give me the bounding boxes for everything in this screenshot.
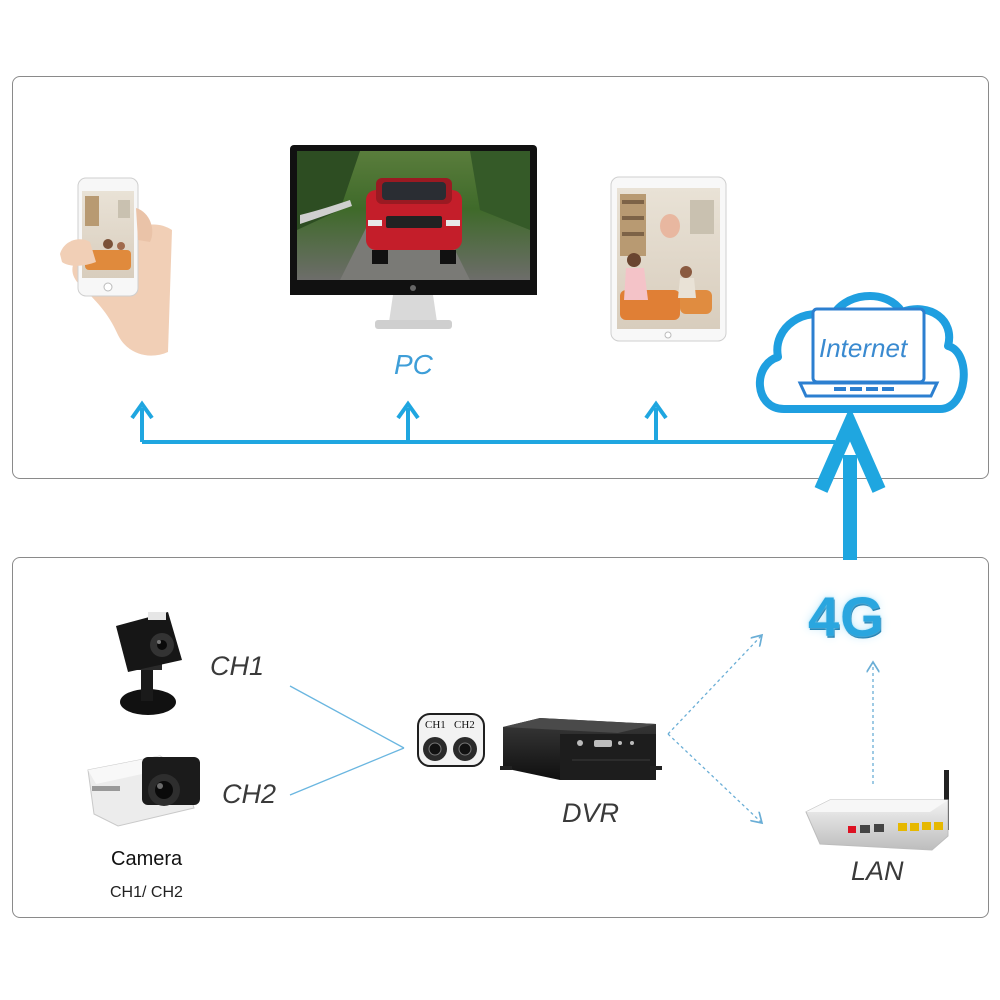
ch2-label: CH2	[222, 779, 277, 809]
camera-title: Camera	[111, 848, 183, 870]
tablet-icon	[610, 176, 727, 342]
port-ch1-label: CH1	[425, 719, 446, 731]
dvr-box-icon	[500, 718, 662, 780]
ch1-label: CH1	[210, 651, 265, 681]
camera-cables	[289, 685, 405, 796]
lan-label: LAN	[851, 856, 904, 886]
uplink-arrow	[814, 406, 886, 560]
port-ch2-label: CH2	[454, 719, 475, 731]
dvr-label: DVR	[562, 798, 620, 828]
camera-subtitle: CH1/ CH2	[110, 884, 183, 901]
router-icon	[805, 770, 949, 851]
pinhole-camera-icon	[116, 612, 182, 715]
distribution-lines	[130, 400, 835, 444]
bullet-camera-icon	[87, 755, 200, 827]
dvr-uplink-dashes	[667, 635, 873, 823]
monitor-icon	[290, 145, 537, 329]
smartphone-icon	[60, 177, 172, 356]
recording-devices-panel	[12, 557, 989, 918]
pc-label: PC	[394, 349, 433, 380]
internet-label: Internet	[819, 333, 908, 363]
network-4g-label: 4G	[808, 585, 885, 648]
cloud-laptop-icon	[755, 292, 968, 413]
connector-ports-icon	[417, 713, 485, 767]
